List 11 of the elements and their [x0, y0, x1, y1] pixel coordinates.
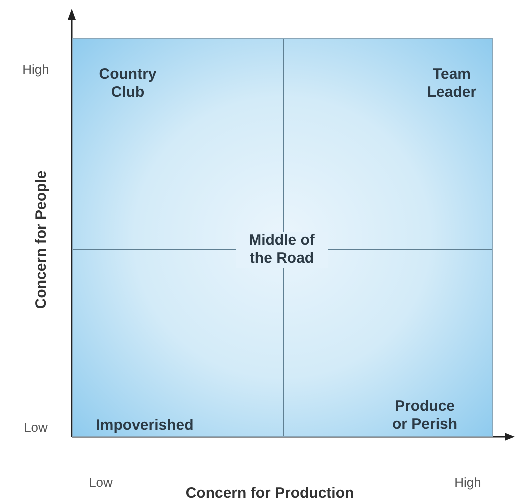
axis-tick-label: High — [454, 475, 482, 491]
axis-tick-label: Low — [89, 475, 113, 491]
axis-title: Concern for People — [33, 170, 51, 310]
axis-tick-label: High — [22, 62, 50, 78]
quadrant-label: Impoverished — [96, 417, 194, 435]
quadrant-label: Team Leader — [426, 66, 478, 102]
quadrant-label: Produce or Perish — [391, 398, 459, 434]
quadrant-label: Middle of the Road — [236, 232, 328, 268]
axis-title: Concern for Production — [186, 485, 354, 503]
axis-tick-label: Low — [24, 420, 48, 436]
quadrant-label: Country Club — [98, 66, 158, 102]
